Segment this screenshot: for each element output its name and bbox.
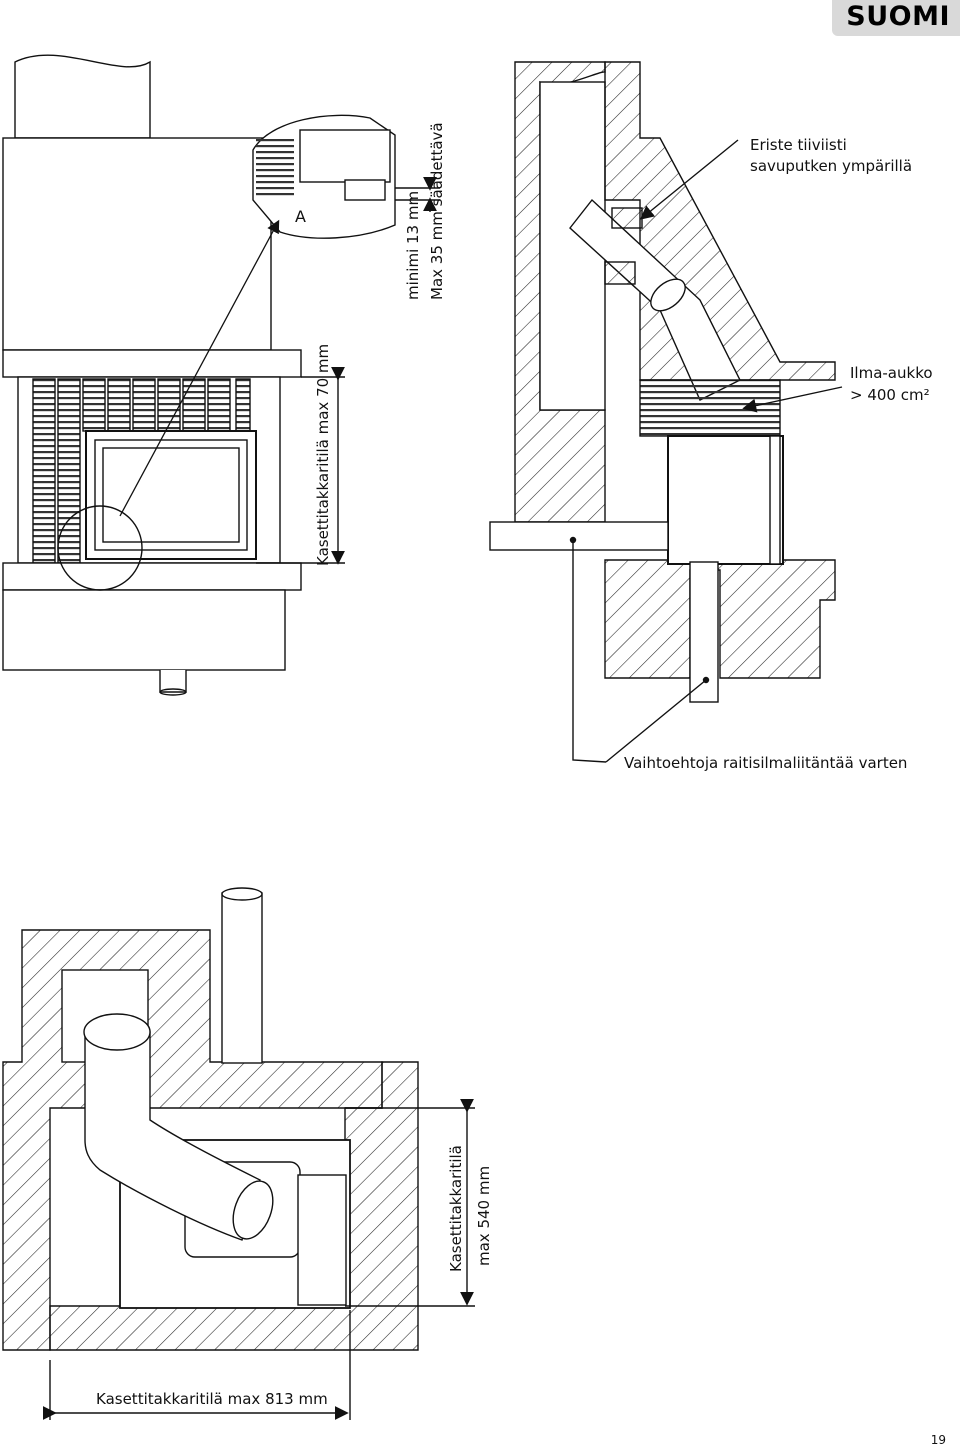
insulation-label-line2: savuputken ympärillä [750,157,913,175]
language-badge: SUOMI [832,0,960,36]
language-label: SUOMI [846,1,950,32]
air-opening-label-line2: > 400 cm² [850,386,930,404]
air-options-label: Vaihtoehtoja raitisilmaliitäntää varten [624,754,908,772]
front-view [2,54,440,696]
max-adjust-label: Max 35 mm säädettävä [428,122,446,300]
side-section [489,61,843,763]
cassette-space-width-label: Kasettitakkaritilä max 813 mm [96,1390,328,1408]
top-view [2,887,475,1420]
page-number: 19 [930,1433,946,1447]
air-opening-label-line1: Ilma-aukko [850,364,933,382]
min-gap-label: minimi 13 mm [404,190,422,300]
insulation-label-line1: Eriste tiiviisti [750,136,847,154]
cassette-space-side-label-line2: max 540 mm [475,1165,493,1266]
cassette-space-side-label-line1: Kasettitakkaritilä [447,1145,465,1272]
cassette-space-front-label: Kasettitakkaritilä max 70 mm [314,343,332,566]
detail-letter-a: A [295,207,306,226]
